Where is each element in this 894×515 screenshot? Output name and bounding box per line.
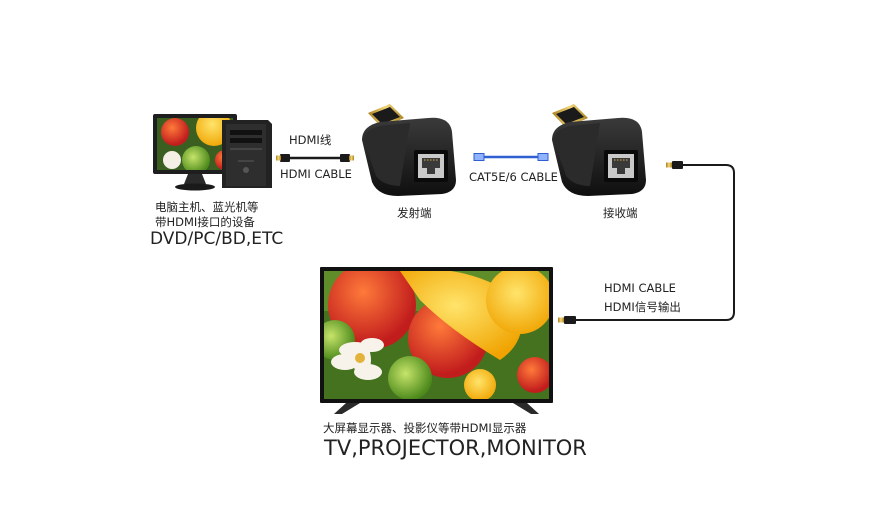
source-devices-label: DVD/PC/BD,ETC — [150, 229, 284, 249]
hdmi-output-cable — [558, 161, 735, 324]
cat-cable-label: CAT5E/6 CABLE — [469, 170, 558, 184]
receiver-unit — [552, 104, 646, 196]
display-caption: 大屏幕显示器、投影仪等带HDMI显示器 — [323, 421, 527, 435]
transmitter-label: 发射端 — [397, 206, 432, 220]
source-pc-icon — [153, 114, 272, 191]
hdmi-input-label-en: HDMI CABLE — [280, 167, 352, 181]
display-devices-label: TV,PROJECTOR,MONITOR — [324, 436, 587, 460]
hdmi-output-label-en: HDMI CABLE — [604, 281, 676, 295]
hdmi-input-cable — [276, 154, 354, 162]
source-caption-line1: 电脑主机、蓝光机等 — [155, 200, 259, 214]
source-caption-line2: 带HDMI接口的设备 — [155, 215, 255, 229]
hdmi-output-label-cn: HDMI信号输出 — [604, 300, 681, 314]
hdmi-input-label-cn: HDMI线 — [289, 133, 332, 147]
receiver-label: 接收端 — [603, 206, 638, 220]
transmitter-unit — [362, 104, 456, 196]
tv-display-icon — [320, 267, 553, 414]
cat-network-cable — [473, 153, 549, 161]
